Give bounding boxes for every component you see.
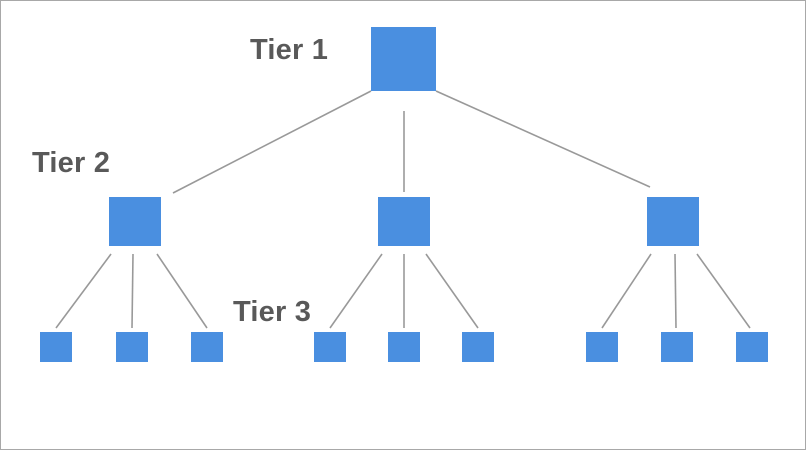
tier-3-node[interactable] xyxy=(462,332,494,362)
tier-1-node[interactable] xyxy=(371,27,436,91)
tier-3-node[interactable] xyxy=(586,332,618,362)
tier-3-node[interactable] xyxy=(388,332,420,362)
connector-line xyxy=(55,253,112,329)
connector-line xyxy=(601,253,652,329)
tier-3-node[interactable] xyxy=(736,332,768,362)
tier-1-label: Tier 1 xyxy=(250,34,329,66)
tier-3-node[interactable] xyxy=(40,332,72,362)
tier-3-node[interactable] xyxy=(314,332,346,362)
connector-layer xyxy=(55,90,751,329)
tier-2-node[interactable] xyxy=(647,197,699,246)
node-layer xyxy=(40,27,768,362)
connector-line xyxy=(131,253,134,329)
tier-3-node[interactable] xyxy=(116,332,148,362)
connector-line xyxy=(435,90,651,188)
tier-2-label: Tier 2 xyxy=(32,147,111,179)
tier-2-node[interactable] xyxy=(109,197,161,246)
tier-2-node[interactable] xyxy=(378,197,430,246)
connector-line xyxy=(696,253,751,329)
tier-3-label: Tier 3 xyxy=(233,296,312,328)
tier-3-node[interactable] xyxy=(661,332,693,362)
connector-line xyxy=(425,253,479,329)
connector-line xyxy=(674,253,677,329)
connector-line xyxy=(329,253,383,329)
connector-line xyxy=(156,253,208,329)
tier-3-node[interactable] xyxy=(191,332,223,362)
connector-line xyxy=(172,90,372,194)
